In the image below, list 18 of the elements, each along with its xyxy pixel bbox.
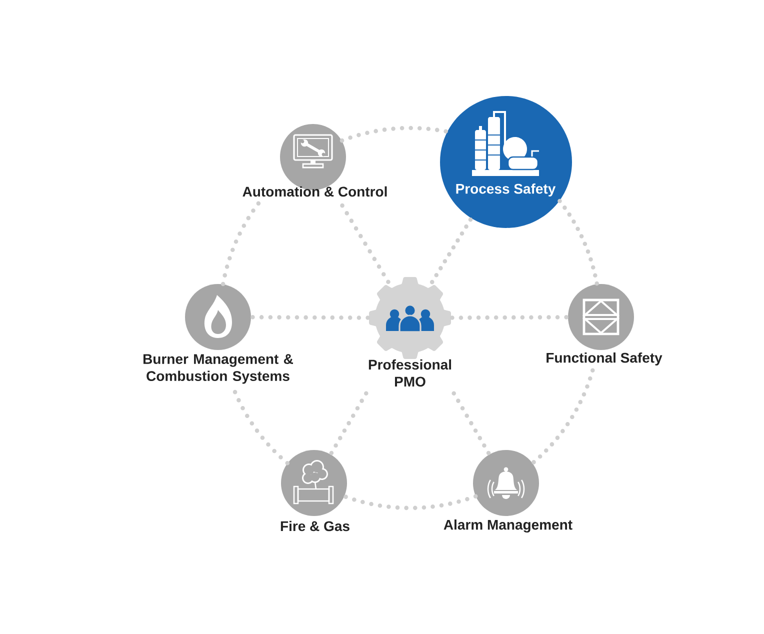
dotted-line xyxy=(249,315,370,320)
node-label: Professional PMO xyxy=(368,359,452,387)
dotted-arc xyxy=(340,126,450,143)
dotted-arc xyxy=(342,494,478,510)
node-label: Functional Safety xyxy=(546,352,662,366)
node-label: Alarm Management xyxy=(444,519,572,533)
node-label: Fire & Gas xyxy=(280,520,350,532)
dotted-line xyxy=(430,216,474,284)
dotted-arc xyxy=(232,388,290,466)
dotted-arc xyxy=(530,368,595,466)
dotted-line xyxy=(450,315,570,320)
node-label: Burner Management & Combustion Systems xyxy=(144,354,293,384)
dotted-line xyxy=(452,391,492,456)
dotted-arc xyxy=(220,200,262,286)
dotted-arc xyxy=(558,198,600,288)
dotted-line xyxy=(328,391,368,456)
node-label: Automation & Control xyxy=(242,186,387,197)
dotted-line xyxy=(339,202,390,284)
